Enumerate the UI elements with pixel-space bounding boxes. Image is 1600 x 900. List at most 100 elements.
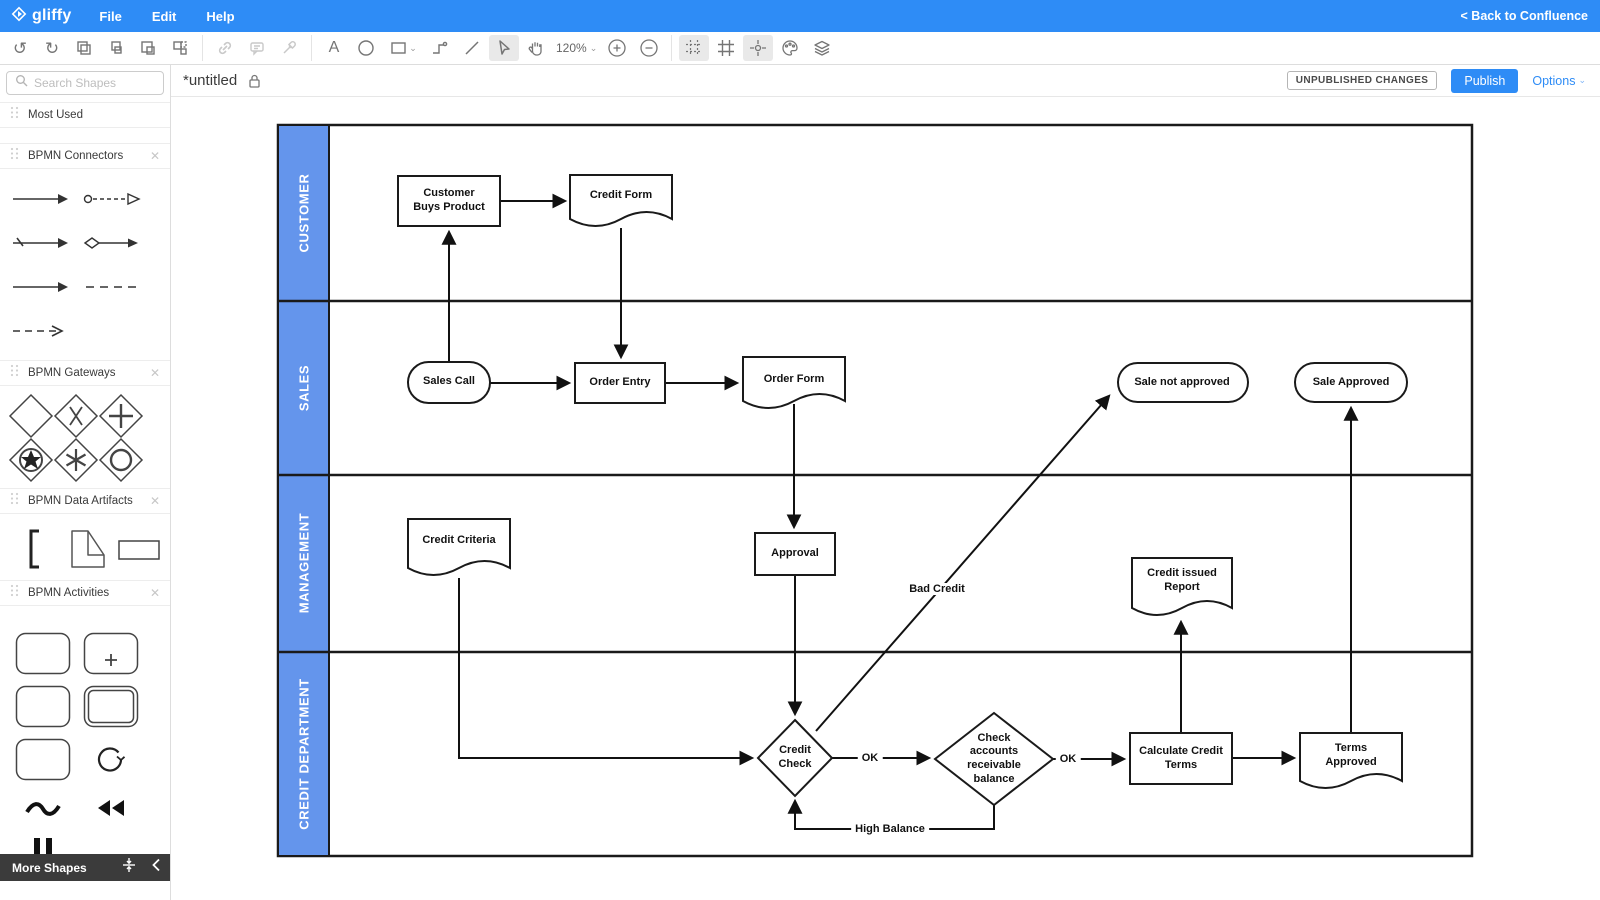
shape-group-bracket[interactable] (24, 529, 44, 569)
label-credit-issued-report[interactable]: Credit issued Report (1147, 567, 1217, 593)
shape-gateway-exclusive[interactable] (8, 393, 54, 439)
nodes[interactable] (397, 174, 1408, 807)
node-customer-buys-product[interactable] (397, 175, 501, 227)
label-credit-criteria[interactable]: Credit Criteria (422, 534, 496, 547)
close-section-icon[interactable]: ✕ (149, 366, 160, 380)
shape-conditional-flow[interactable] (82, 233, 144, 253)
collapse-sidebar-chevron-icon[interactable] (151, 858, 161, 877)
search-input[interactable] (34, 76, 144, 90)
node-sales-call[interactable] (407, 361, 491, 404)
ungroup-button[interactable] (165, 35, 195, 61)
edge-criteria-to-creditcheck[interactable] (458, 578, 755, 766)
label-credit-check[interactable]: Credit Check (778, 744, 812, 770)
label-order-form[interactable]: Order Form (763, 373, 825, 386)
shape-transaction[interactable] (83, 685, 139, 728)
menu-help[interactable]: Help (206, 8, 235, 24)
section-bpmn-connectors[interactable]: BPMN Connectors ✕ (0, 143, 170, 169)
shape-task[interactable] (15, 632, 71, 675)
lane-label-sales[interactable]: SALES (296, 364, 312, 412)
text-tool[interactable]: A (328, 39, 340, 56)
label-sales-call[interactable]: Sales Call (423, 375, 475, 388)
label-credit-form[interactable]: Credit Form (589, 189, 653, 202)
gliffy-logo[interactable]: gliffy (10, 5, 71, 28)
shape-task-plain[interactable] (15, 685, 71, 728)
shape-parallel-marker[interactable] (26, 838, 60, 864)
label-check-accounts[interactable]: Check accounts receivable balance (967, 731, 1021, 785)
shape-search[interactable] (6, 71, 164, 95)
label-calculate-credit-terms[interactable]: Calculate Credit Terms (1139, 744, 1223, 771)
shape-adhoc-marker[interactable] (15, 798, 71, 820)
shape-gateway-event[interactable] (53, 393, 99, 439)
options-dropdown[interactable]: Options ⌄ (1532, 74, 1586, 88)
theme-button[interactable] (775, 35, 805, 61)
node-credit-issued-report[interactable] (1131, 557, 1233, 616)
node-order-form[interactable] (742, 356, 846, 409)
section-bpmn-gateways[interactable]: BPMN Gateways ✕ (0, 360, 170, 386)
swimlane-pool[interactable] (276, 123, 1474, 858)
menu-edit[interactable]: Edit (151, 8, 177, 24)
pointer-tool[interactable] (489, 35, 519, 61)
section-most-used[interactable]: Most Used (0, 102, 170, 128)
close-section-icon[interactable]: ✕ (149, 586, 160, 600)
collapse-panels-icon[interactable] (121, 857, 137, 878)
shape-association[interactable] (10, 321, 72, 341)
shape-gateway-parallel[interactable] (98, 393, 144, 439)
node-credit-form[interactable] (569, 174, 673, 227)
menu-file[interactable]: File (99, 8, 122, 24)
shape-sequence-flow[interactable] (10, 189, 72, 209)
link-button[interactable] (210, 35, 240, 61)
section-bpmn-activities[interactable]: BPMN Activities ✕ (0, 580, 170, 606)
shape-default-flow[interactable] (10, 233, 72, 253)
zoom-level-dropdown[interactable]: 120% ⌄ (556, 41, 597, 55)
edge-label-bad-credit[interactable]: Bad Credit (905, 583, 969, 595)
zoom-out-button[interactable] (634, 35, 664, 61)
node-order-entry[interactable] (574, 362, 666, 404)
publish-button[interactable]: Publish (1451, 68, 1519, 93)
node-sale-approved[interactable] (1294, 362, 1408, 403)
shape-gateway-complex[interactable] (53, 437, 99, 483)
close-section-icon[interactable]: ✕ (149, 494, 160, 508)
edge-label-high-balance[interactable]: High Balance (851, 823, 929, 835)
document-title[interactable]: *untitled (183, 72, 238, 89)
shape-gateway-inclusive[interactable] (98, 437, 144, 483)
eyedropper-button[interactable] (274, 35, 304, 61)
label-sale-not-approved[interactable]: Sale not approved (1134, 375, 1230, 388)
node-calculate-credit-terms[interactable] (1129, 732, 1233, 785)
label-sale-approved[interactable]: Sale Approved (1312, 375, 1390, 388)
node-check-accounts[interactable] (933, 711, 1055, 807)
lane-label-customer[interactable]: CUSTOMER (296, 173, 312, 253)
comment-button[interactable] (242, 35, 272, 61)
back-to-confluence-link[interactable]: < Back to Confluence (1460, 9, 1588, 23)
drag-handle-icon[interactable] (10, 584, 19, 602)
shape-data-object[interactable] (68, 529, 108, 569)
node-credit-check[interactable] (756, 718, 834, 798)
drag-handle-icon[interactable] (10, 147, 19, 165)
edge-label-ok-credit-check[interactable]: OK (857, 752, 883, 764)
group-button[interactable] (133, 35, 163, 61)
rectangle-tool[interactable]: ⌄ (383, 35, 423, 61)
shape-message-flow[interactable] (82, 189, 144, 209)
pan-tool[interactable] (521, 35, 551, 61)
bpmn-diagram[interactable] (171, 97, 1600, 900)
section-bpmn-data-artifacts[interactable]: BPMN Data Artifacts ✕ (0, 488, 170, 514)
label-order-entry[interactable]: Order Entry (589, 376, 651, 389)
show-grid-toggle[interactable] (711, 35, 741, 61)
lane-label-credit-department[interactable]: CREDIT DEPARTMENT (296, 678, 312, 830)
node-terms-approved[interactable] (1299, 732, 1403, 789)
line-tool[interactable] (457, 35, 487, 61)
shape-gateway-complex-filled[interactable] (8, 437, 54, 483)
drag-handle-icon[interactable] (10, 364, 19, 382)
diagram-canvas[interactable]: CUSTOMER SALES MANAGEMENT CREDIT DEPARTM… (171, 97, 1600, 900)
connectors[interactable] (441, 193, 1359, 830)
drawing-guides-toggle[interactable] (743, 35, 774, 61)
snap-to-grid-toggle[interactable] (679, 35, 710, 61)
edge-bad-credit[interactable] (815, 394, 1111, 732)
drag-handle-icon[interactable] (10, 106, 19, 124)
undo-button[interactable]: ↺ (12, 38, 28, 58)
label-approval[interactable]: Approval (771, 547, 819, 560)
node-credit-criteria[interactable] (407, 518, 511, 576)
connector-tool[interactable] (425, 35, 455, 61)
shape-subprocess[interactable] (83, 632, 139, 675)
zoom-in-button[interactable] (602, 35, 632, 61)
bring-to-front-button[interactable] (69, 35, 99, 61)
